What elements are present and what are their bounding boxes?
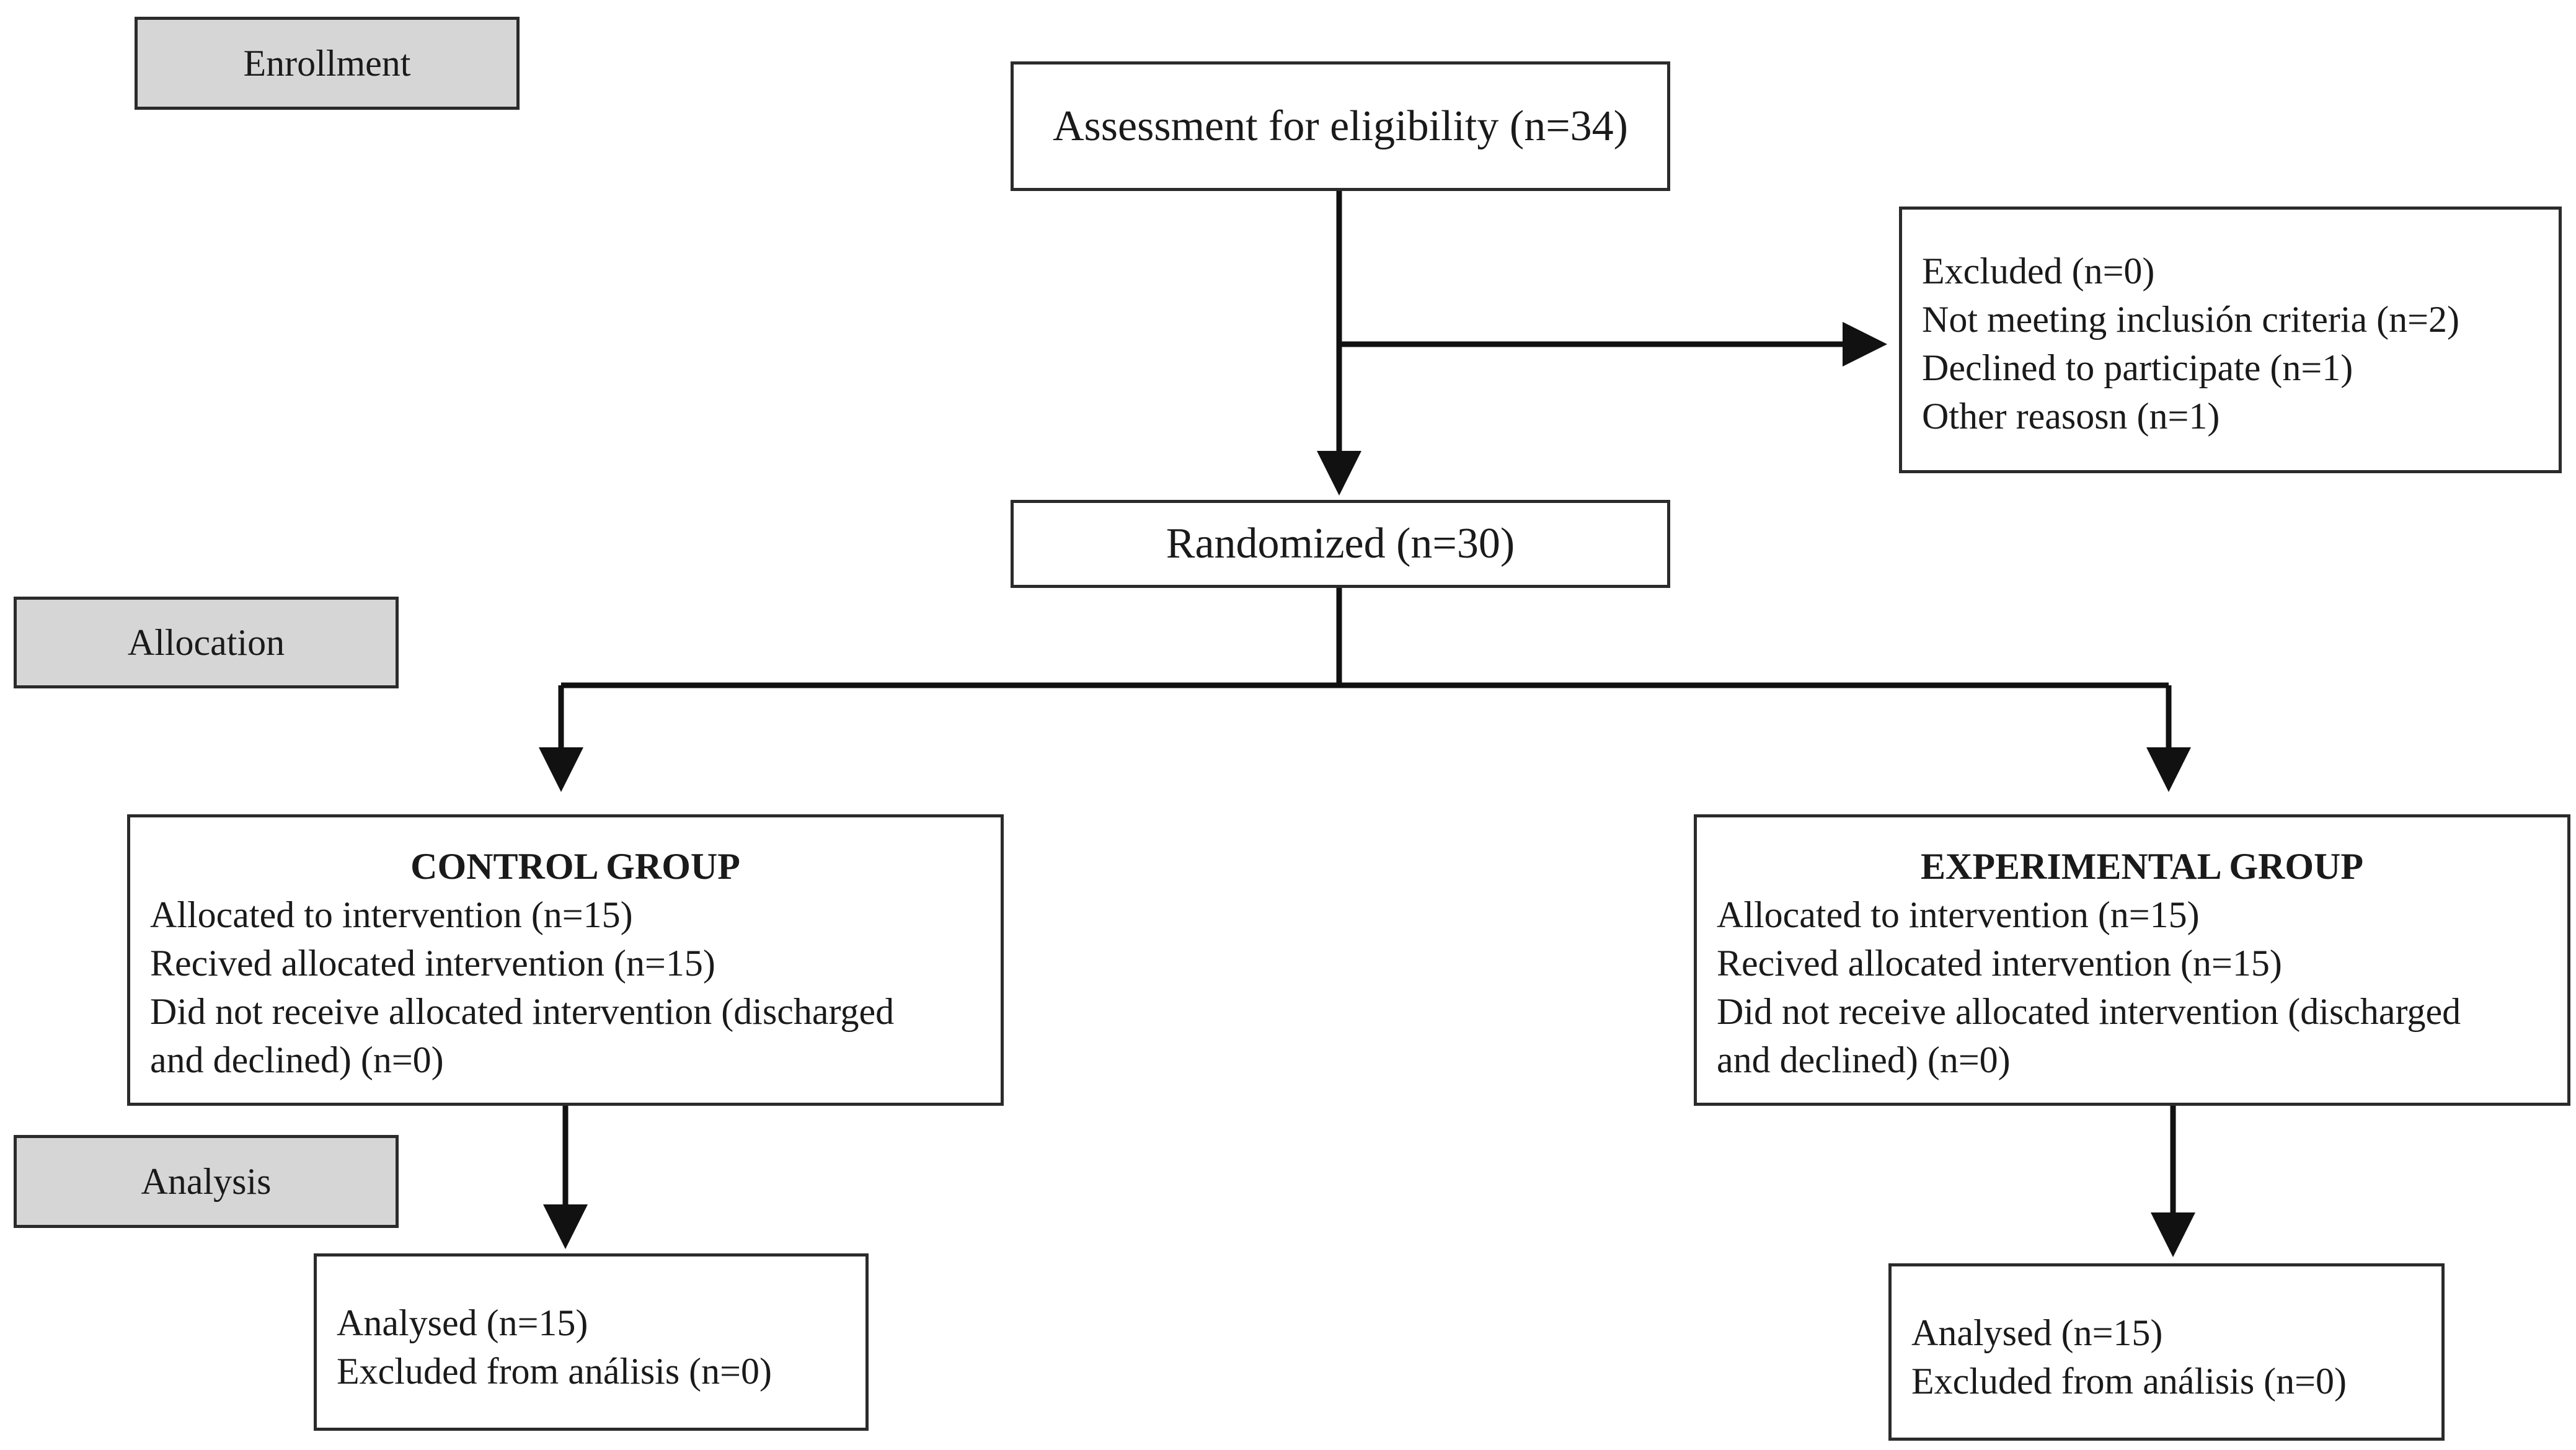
stage-label-analysis: Analysis <box>14 1135 399 1228</box>
excluded-box: Excluded (n=0) Not meeting inclusión cri… <box>1899 207 2562 473</box>
experimental-line: Did not receive allocated intervention (… <box>1717 991 2461 1032</box>
stage-analysis-text: Analysis <box>141 1160 272 1202</box>
excluded-line: Not meeting inclusión criteria (n=2) <box>1922 299 2459 340</box>
stage-allocation-text: Allocation <box>127 621 285 663</box>
stage-label-enrollment: Enrollment <box>135 17 520 110</box>
assessment-text: Assessment for eligibility (n=34) <box>1053 102 1628 150</box>
control-group-box: CONTROL GROUP Allocated to intervention … <box>127 814 1004 1106</box>
stage-enrollment-text: Enrollment <box>243 42 411 84</box>
experimental-analysis-line: Excluded from análisis (n=0) <box>1911 1361 2347 1402</box>
control-analysis-line: Excluded from análisis (n=0) <box>337 1351 772 1392</box>
experimental-analysis-box: Analysed (n=15) Excluded from análisis (… <box>1888 1263 2445 1441</box>
experimental-line: Recived allocated intervention (n=15) <box>1717 943 2282 984</box>
assessment-box: Assessment for eligibility (n=34) <box>1011 61 1670 191</box>
excluded-line: Declined to participate (n=1) <box>1922 347 2353 388</box>
control-line: Did not receive allocated intervention (… <box>150 991 895 1032</box>
control-group-title: CONTROL GROUP <box>410 846 740 887</box>
control-analysis-line: Analysed (n=15) <box>337 1302 588 1343</box>
experimental-group-title: EXPERIMENTAL GROUP <box>1921 846 2363 887</box>
control-analysis-box: Analysed (n=15) Excluded from análisis (… <box>314 1253 869 1431</box>
excluded-line: Other reasosn (n=1) <box>1922 396 2220 437</box>
stage-label-allocation: Allocation <box>14 597 399 688</box>
control-line: Recived allocated intervention (n=15) <box>150 943 715 984</box>
control-line: Allocated to intervention (n=15) <box>150 894 633 935</box>
randomized-text: Randomized (n=30) <box>1166 520 1515 567</box>
randomized-box: Randomized (n=30) <box>1011 500 1670 588</box>
control-line: and declined) (n=0) <box>150 1039 444 1080</box>
experimental-line: Allocated to intervention (n=15) <box>1717 894 2200 935</box>
experimental-analysis-line: Analysed (n=15) <box>1911 1312 2163 1353</box>
excluded-line: Excluded (n=0) <box>1922 251 2155 291</box>
experimental-line: and declined) (n=0) <box>1717 1039 2011 1080</box>
experimental-group-box: EXPERIMENTAL GROUP Allocated to interven… <box>1694 814 2570 1106</box>
